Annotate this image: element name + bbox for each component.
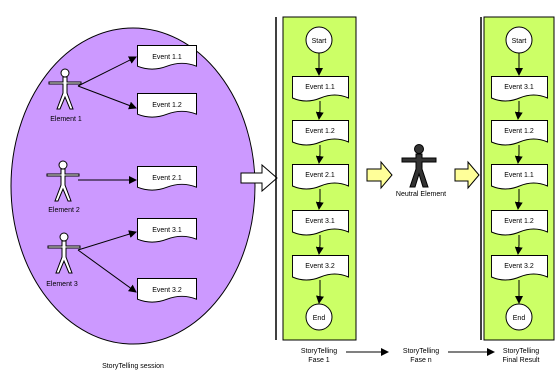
- session-ellipse: [10, 27, 256, 345]
- flow2-event-3: Event 1.1: [491, 164, 548, 190]
- svg-text:Event 1.1: Event 1.1: [504, 172, 534, 179]
- svg-text:Event 3.2: Event 3.2: [504, 263, 534, 270]
- flow2-end-label: End: [513, 315, 526, 322]
- element-3-to-event-3-1-arrow: [77, 230, 137, 251]
- neutral-to-final-arrow: [454, 160, 480, 190]
- flow-final-result: Start Event 3.1 Event 1.2 Event 1.1 Even…: [480, 16, 555, 341]
- flow2-caption-line1: StoryTelling: [503, 348, 539, 355]
- session-to-flow1-arrow: [240, 163, 278, 193]
- session-event-1-2: Event 1.2: [137, 93, 197, 118]
- svg-text:Event 2.1: Event 2.1: [305, 172, 335, 179]
- flow1-caption-line1: StoryTelling: [301, 348, 337, 355]
- flow1-end-label: End: [313, 315, 326, 322]
- flow1-event-2: Event 1.2: [292, 120, 349, 146]
- svg-text:Event 3.2: Event 3.2: [152, 287, 182, 294]
- flow1-to-neutral-arrow: [366, 160, 393, 190]
- session-event-1-1: Event 1.1: [137, 45, 197, 70]
- session-event-3-2: Event 3.2: [137, 278, 197, 303]
- session-event-2-1: Event 2.1: [137, 166, 197, 191]
- storytelling-session: Element 1 Event 1.1 Event 1.2 Element 2 …: [10, 27, 256, 370]
- session-caption: StoryTelling session: [102, 363, 164, 370]
- element-3-label: Element 3: [46, 281, 78, 288]
- flow1-event-3: Event 2.1: [292, 164, 349, 190]
- element-2-label: Element 2: [48, 207, 80, 214]
- element-3-to-event-3-2-arrow: [77, 249, 137, 293]
- flow2-event-1: Event 3.1: [491, 76, 548, 102]
- svg-text:Event 3.2: Event 3.2: [305, 263, 335, 270]
- svg-text:Event 1.2: Event 1.2: [305, 128, 335, 135]
- flow1-start-label: Start: [312, 38, 327, 45]
- flow2-event-5: Event 3.2: [491, 255, 548, 281]
- flow2-start-label: Start: [512, 38, 527, 45]
- svg-text:Event 2.1: Event 2.1: [152, 175, 182, 182]
- flow-fase-1: Start Event 1.1 Event 1.2 Event 2.1 Even…: [275, 16, 357, 341]
- flow1-caption-line2: Fase 1: [308, 357, 330, 364]
- svg-text:Event 1.2: Event 1.2: [152, 102, 182, 109]
- svg-text:Event 1.2: Event 1.2: [504, 128, 534, 135]
- fase-n-caption-line2: Fase n: [410, 357, 432, 364]
- flow2-end-node: [505, 303, 533, 331]
- element-1-to-event-1-2-arrow: [77, 85, 137, 110]
- svg-text:Event 3.1: Event 3.1: [504, 84, 534, 91]
- svg-text:Event 1.1: Event 1.1: [305, 84, 335, 91]
- flow2-caption-line2: Final Result: [503, 357, 540, 364]
- flow1-event-5: Event 3.2: [292, 255, 349, 281]
- element-1-label: Element 1: [50, 116, 82, 123]
- svg-text:Event 1.1: Event 1.1: [152, 54, 182, 61]
- svg-text:Event 3.1: Event 3.1: [152, 227, 182, 234]
- flow1-event-4: Event 3.1: [292, 210, 349, 236]
- session-event-3-1: Event 3.1: [137, 218, 197, 243]
- neutral-element-icon: [401, 144, 437, 188]
- fase-n-caption-line1: StoryTelling: [403, 348, 439, 355]
- element-1-to-event-1-1-arrow: [77, 56, 137, 87]
- svg-text:Event 1.2: Event 1.2: [504, 218, 534, 225]
- flow1-end-node: [305, 303, 333, 331]
- flow1-event-1: Event 1.1: [292, 76, 349, 102]
- flow2-event-2: Event 1.2: [491, 120, 548, 146]
- neutral-element-label: Neutral Element: [396, 191, 446, 198]
- flow2-event-4: Event 1.2: [491, 210, 548, 236]
- flow2-connectors: [514, 53, 523, 304]
- flow1-connectors: [315, 53, 324, 304]
- svg-text:Event 3.1: Event 3.1: [305, 218, 335, 225]
